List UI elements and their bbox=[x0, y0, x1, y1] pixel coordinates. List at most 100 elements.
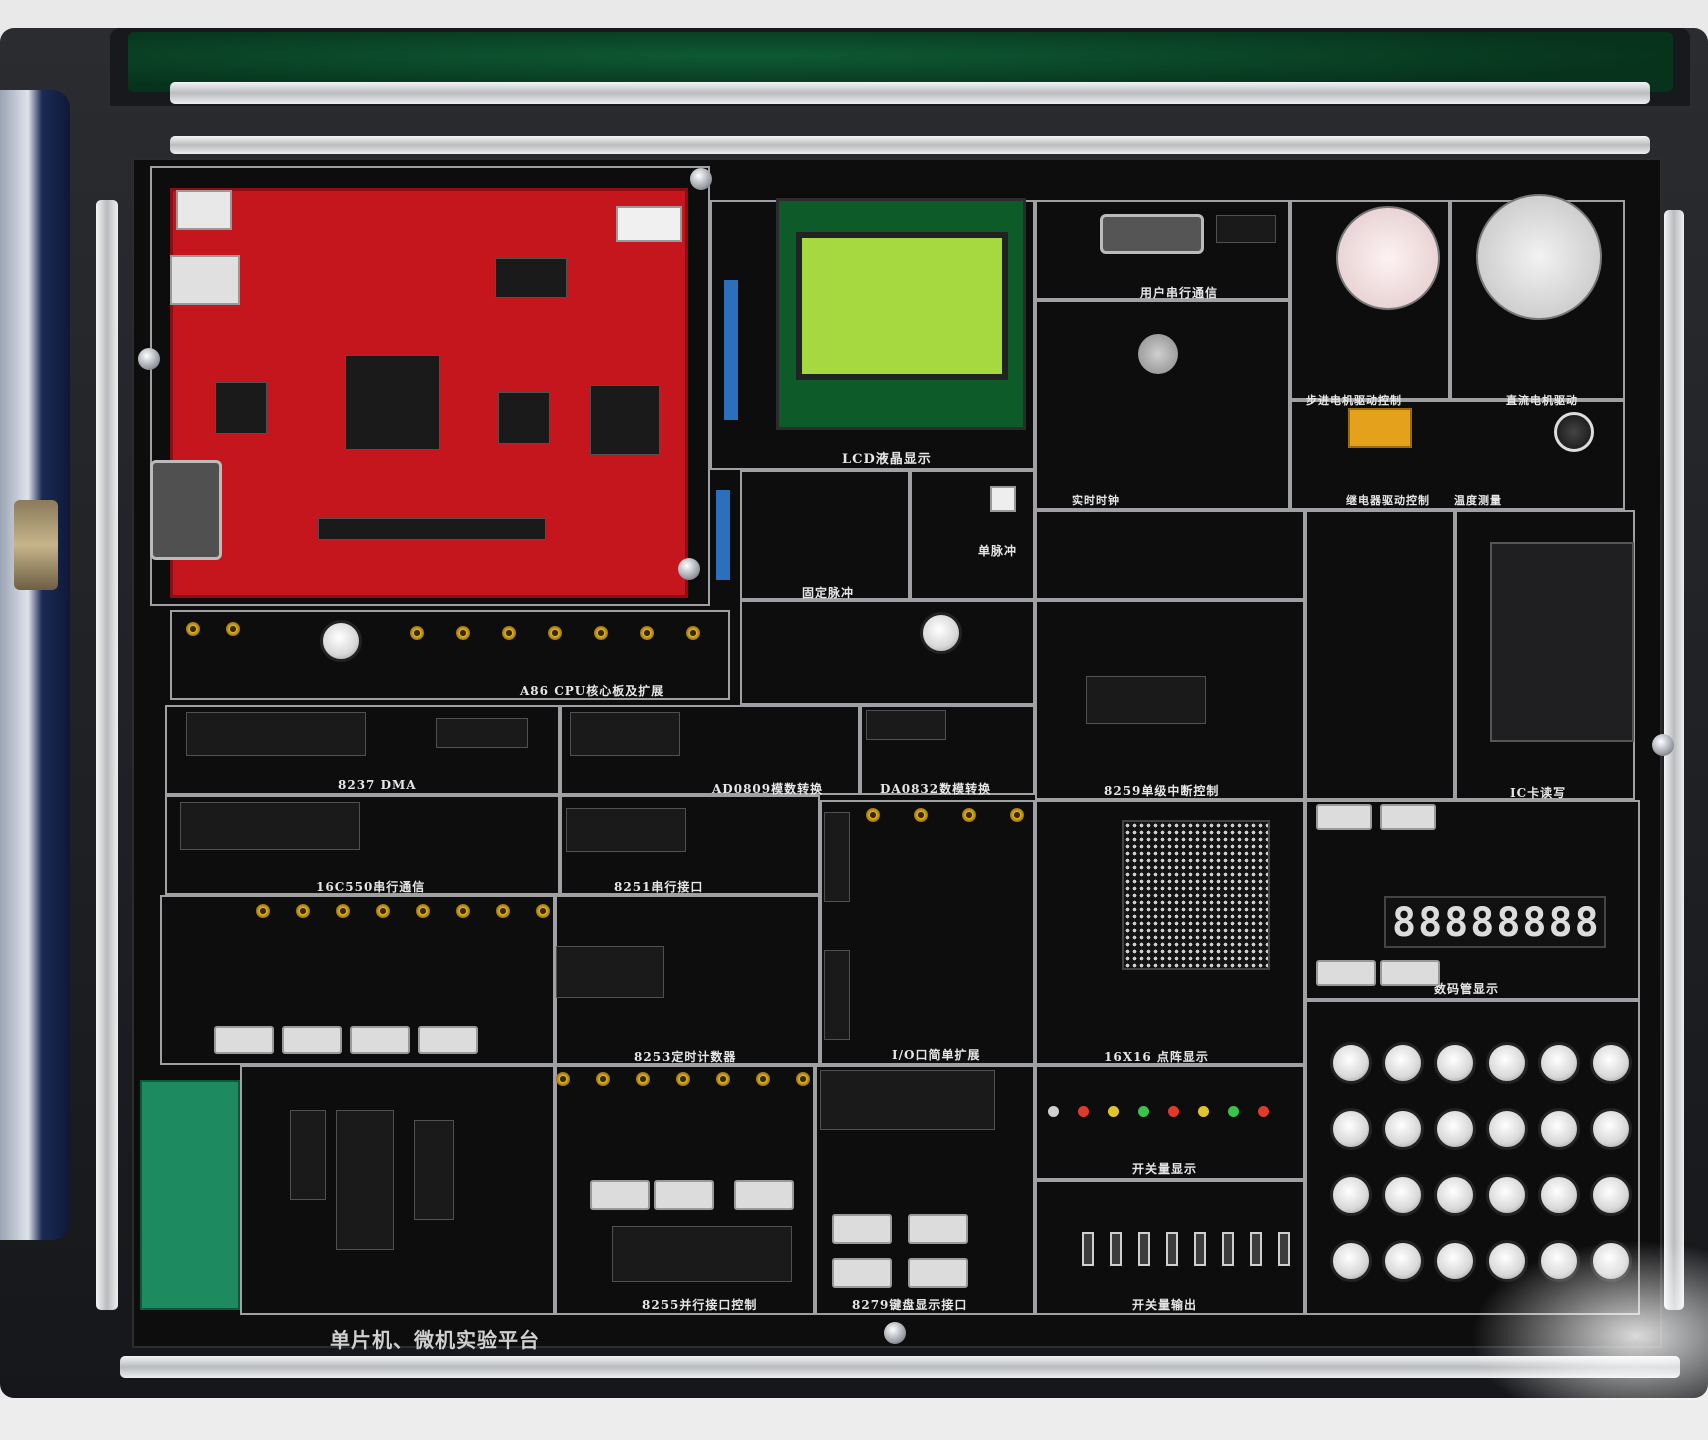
test-jack[interactable] bbox=[410, 626, 424, 640]
bus-connector[interactable] bbox=[1316, 960, 1376, 986]
mounting-screw bbox=[884, 1322, 906, 1344]
key-button[interactable] bbox=[1486, 1108, 1528, 1150]
key-button[interactable] bbox=[1486, 1042, 1528, 1084]
ribbon-connector[interactable] bbox=[282, 1026, 342, 1054]
cpu-reset-button[interactable] bbox=[320, 620, 362, 662]
potentiometer-knob[interactable] bbox=[1554, 412, 1594, 452]
test-jack[interactable] bbox=[416, 904, 430, 918]
light-glare bbox=[1470, 1240, 1708, 1400]
test-jack[interactable] bbox=[556, 1072, 570, 1086]
test-jack[interactable] bbox=[456, 626, 470, 640]
toggle-switch-1[interactable] bbox=[1082, 1232, 1094, 1266]
serial-eeprom-panel bbox=[1035, 510, 1305, 600]
key-button[interactable] bbox=[1382, 1240, 1424, 1282]
test-jack[interactable] bbox=[502, 626, 516, 640]
cpu-chip bbox=[345, 355, 440, 450]
ribbon-connector[interactable] bbox=[654, 1180, 714, 1210]
single-pulse-button[interactable] bbox=[990, 486, 1016, 512]
ribbon-connector[interactable] bbox=[908, 1258, 968, 1288]
ribbon-connector[interactable] bbox=[734, 1180, 794, 1210]
toggle-switch-6[interactable] bbox=[1222, 1232, 1234, 1266]
test-jack[interactable] bbox=[456, 904, 470, 918]
test-jack[interactable] bbox=[756, 1072, 770, 1086]
test-jack[interactable] bbox=[914, 808, 928, 822]
key-button[interactable] bbox=[1330, 1174, 1372, 1216]
key-button[interactable] bbox=[1538, 1174, 1580, 1216]
db9-serial-port[interactable] bbox=[150, 460, 222, 560]
toggle-switch-8[interactable] bbox=[1278, 1232, 1290, 1266]
key-button[interactable] bbox=[1434, 1042, 1476, 1084]
serial-panel bbox=[1035, 200, 1290, 300]
test-jack[interactable] bbox=[866, 808, 880, 822]
test-jack[interactable] bbox=[640, 626, 654, 640]
usb-port[interactable] bbox=[176, 190, 232, 230]
key-button[interactable] bbox=[1590, 1042, 1632, 1084]
key-button[interactable] bbox=[1382, 1174, 1424, 1216]
clock-label: 实时时钟 bbox=[1072, 494, 1120, 507]
test-jack[interactable] bbox=[796, 1072, 810, 1086]
user-serial-db9[interactable] bbox=[1100, 214, 1204, 254]
toggle-switch-5[interactable] bbox=[1194, 1232, 1206, 1266]
ribbon-connector[interactable] bbox=[214, 1026, 274, 1054]
aluminum-rail-top-inner bbox=[170, 136, 1650, 154]
ribbon-connector[interactable] bbox=[832, 1214, 892, 1244]
ribbon-connector[interactable] bbox=[350, 1026, 410, 1054]
ribbon-connector[interactable] bbox=[418, 1026, 478, 1054]
test-jack[interactable] bbox=[226, 622, 240, 636]
switch-display-label: 开关量显示 bbox=[1132, 1162, 1198, 1176]
key-button[interactable] bbox=[1382, 1042, 1424, 1084]
key-button[interactable] bbox=[1538, 1108, 1580, 1150]
test-jack[interactable] bbox=[636, 1072, 650, 1086]
key-button[interactable] bbox=[1538, 1042, 1580, 1084]
bus-connector[interactable] bbox=[1380, 960, 1440, 986]
usb-b-port[interactable] bbox=[170, 255, 240, 305]
ribbon-connector[interactable] bbox=[832, 1258, 892, 1288]
test-jack[interactable] bbox=[1010, 808, 1024, 822]
relay bbox=[1348, 408, 1412, 448]
fixed-pulse-label: 固定脉冲 bbox=[802, 586, 855, 600]
key-button[interactable] bbox=[1486, 1174, 1528, 1216]
test-jack[interactable] bbox=[596, 1072, 610, 1086]
key-button[interactable] bbox=[1590, 1108, 1632, 1150]
test-jack[interactable] bbox=[376, 904, 390, 918]
key-button[interactable] bbox=[1330, 1108, 1372, 1150]
test-jack[interactable] bbox=[962, 808, 976, 822]
header-connector[interactable] bbox=[616, 206, 682, 242]
test-jack[interactable] bbox=[676, 1072, 690, 1086]
toggle-switch-7[interactable] bbox=[1250, 1232, 1262, 1266]
uart-chip bbox=[180, 802, 360, 850]
key-button[interactable] bbox=[1382, 1108, 1424, 1150]
dc-motor-disk bbox=[1476, 194, 1602, 320]
test-jack[interactable] bbox=[594, 626, 608, 640]
test-jack[interactable] bbox=[536, 904, 550, 918]
test-jack[interactable] bbox=[296, 904, 310, 918]
test-jack[interactable] bbox=[496, 904, 510, 918]
bus-connector[interactable] bbox=[1316, 804, 1372, 830]
ribbon-connector[interactable] bbox=[590, 1180, 650, 1210]
zif-socket[interactable] bbox=[140, 1080, 240, 1310]
test-jack[interactable] bbox=[716, 1072, 730, 1086]
toggle-switch-3[interactable] bbox=[1138, 1232, 1150, 1266]
matrix-panel bbox=[1035, 800, 1305, 1065]
key-button[interactable] bbox=[1330, 1042, 1372, 1084]
mounting-screw bbox=[678, 558, 700, 580]
parallel-panel bbox=[555, 1065, 815, 1315]
toggle-switch-2[interactable] bbox=[1110, 1232, 1122, 1266]
test-jack[interactable] bbox=[686, 626, 700, 640]
ic-card-slot[interactable] bbox=[1490, 542, 1634, 742]
toggle-switch-4[interactable] bbox=[1166, 1232, 1178, 1266]
key-button[interactable] bbox=[1434, 1174, 1476, 1216]
reset-button[interactable] bbox=[920, 612, 962, 654]
key-button[interactable] bbox=[1590, 1174, 1632, 1216]
test-jack[interactable] bbox=[256, 904, 270, 918]
key-button[interactable] bbox=[1330, 1240, 1372, 1282]
dot-matrix-display bbox=[1122, 820, 1270, 970]
test-jack[interactable] bbox=[336, 904, 350, 918]
key-button[interactable] bbox=[1434, 1108, 1476, 1150]
parallel-chip bbox=[612, 1226, 792, 1282]
bus-connector[interactable] bbox=[1380, 804, 1436, 830]
ribbon-connector[interactable] bbox=[908, 1214, 968, 1244]
test-jack[interactable] bbox=[186, 622, 200, 636]
test-jack[interactable] bbox=[548, 626, 562, 640]
fixed-pulse-panel bbox=[740, 470, 910, 600]
